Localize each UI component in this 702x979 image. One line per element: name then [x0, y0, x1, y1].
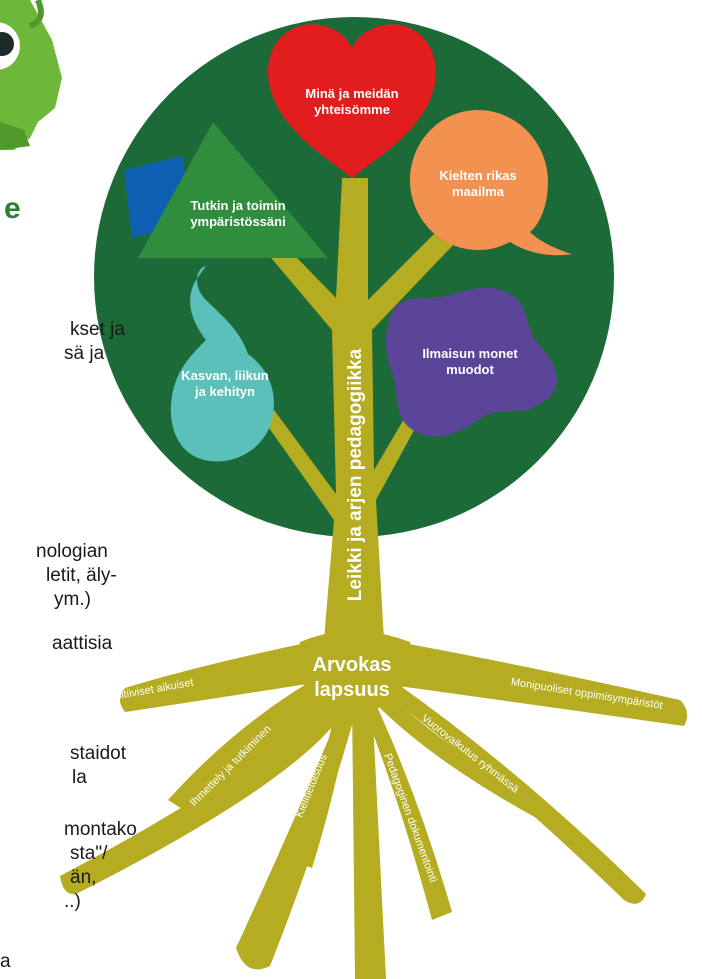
heart-shape [268, 24, 436, 178]
root-hub [298, 631, 412, 718]
text-fragment: staidot [70, 743, 126, 764]
speech-bubble-shape [410, 110, 572, 256]
text-fragment: ym.) [54, 589, 91, 610]
text-fragment: letit, äly- [46, 565, 117, 586]
text-fragment: sä ja [64, 343, 105, 364]
drop-shape [170, 266, 274, 462]
text-fragment: a [0, 951, 11, 972]
text-fragment: ..) [64, 891, 81, 912]
expression-blob-shape [386, 287, 557, 437]
heading-fragment: e [4, 192, 21, 225]
tree-trunk [256, 178, 456, 640]
tree-roots [60, 640, 688, 979]
mountain-shape [138, 122, 328, 258]
text-fragment: kset ja [70, 319, 125, 340]
text-fragment: la [72, 767, 87, 788]
text-fragment: aattisia [52, 633, 113, 654]
text-fragment: nologian [36, 541, 108, 562]
text-fragment: sta"/ [70, 843, 108, 864]
text-fragment: montako [64, 819, 137, 840]
text-fragment: än, [70, 867, 97, 888]
mascot-illustration [0, 0, 62, 150]
trunk-label: Leikki ja arjen pedagogiikka [345, 348, 366, 602]
